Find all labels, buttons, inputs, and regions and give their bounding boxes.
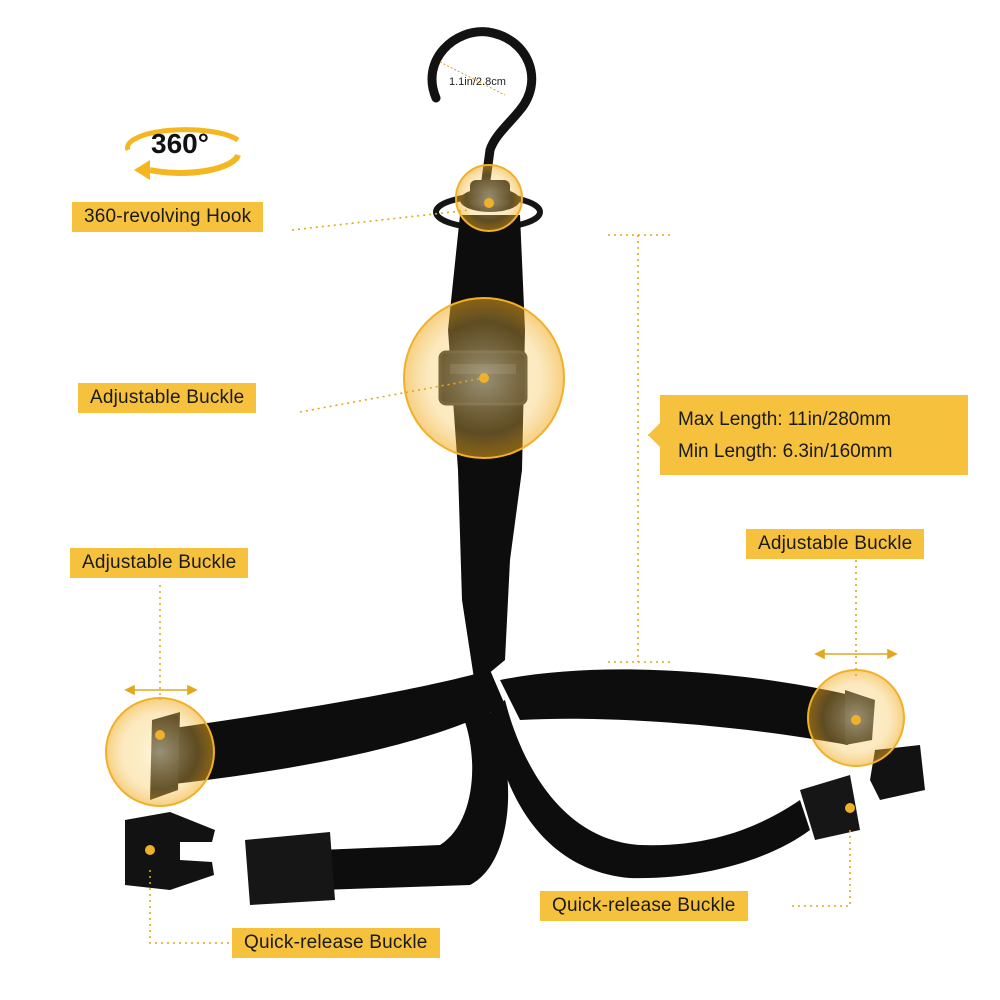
right-lower-strap bbox=[490, 700, 810, 879]
left-quick-release-male bbox=[125, 812, 215, 890]
label-quick-release-left: Quick-release Buckle bbox=[232, 928, 440, 958]
length-spec-box: Max Length: 11in/280mm Min Length: 6.3in… bbox=[648, 395, 968, 475]
max-length: Max Length: 11in/280mm bbox=[678, 409, 891, 430]
min-length: Min Length: 6.3in/160mm bbox=[678, 441, 893, 462]
right-quick-release-male bbox=[870, 745, 925, 800]
left-lower-strap bbox=[320, 690, 509, 890]
label-adjustable-buckle-left: Adjustable Buckle bbox=[70, 548, 249, 578]
rotation-arrow-icon bbox=[125, 127, 241, 180]
label-adjustable-buckle-center: Adjustable Buckle bbox=[78, 383, 257, 413]
left-buckle-highlight bbox=[105, 697, 215, 807]
label-revolving-hook: 360-revolving Hook bbox=[72, 202, 264, 232]
rotation-badge: 360° bbox=[151, 128, 209, 159]
spec-pointer-icon bbox=[648, 423, 660, 447]
label-quick-release-right: Quick-release Buckle bbox=[540, 891, 748, 921]
left-strap-loop bbox=[160, 670, 505, 785]
label-adjustable-buckle-right: Adjustable Buckle bbox=[746, 529, 925, 559]
hook-size-label: 1.1in/2.8cm bbox=[449, 76, 506, 88]
right-quick-release-female bbox=[800, 775, 860, 840]
left-quick-release-female bbox=[245, 832, 335, 905]
right-strap-loop bbox=[500, 669, 850, 745]
